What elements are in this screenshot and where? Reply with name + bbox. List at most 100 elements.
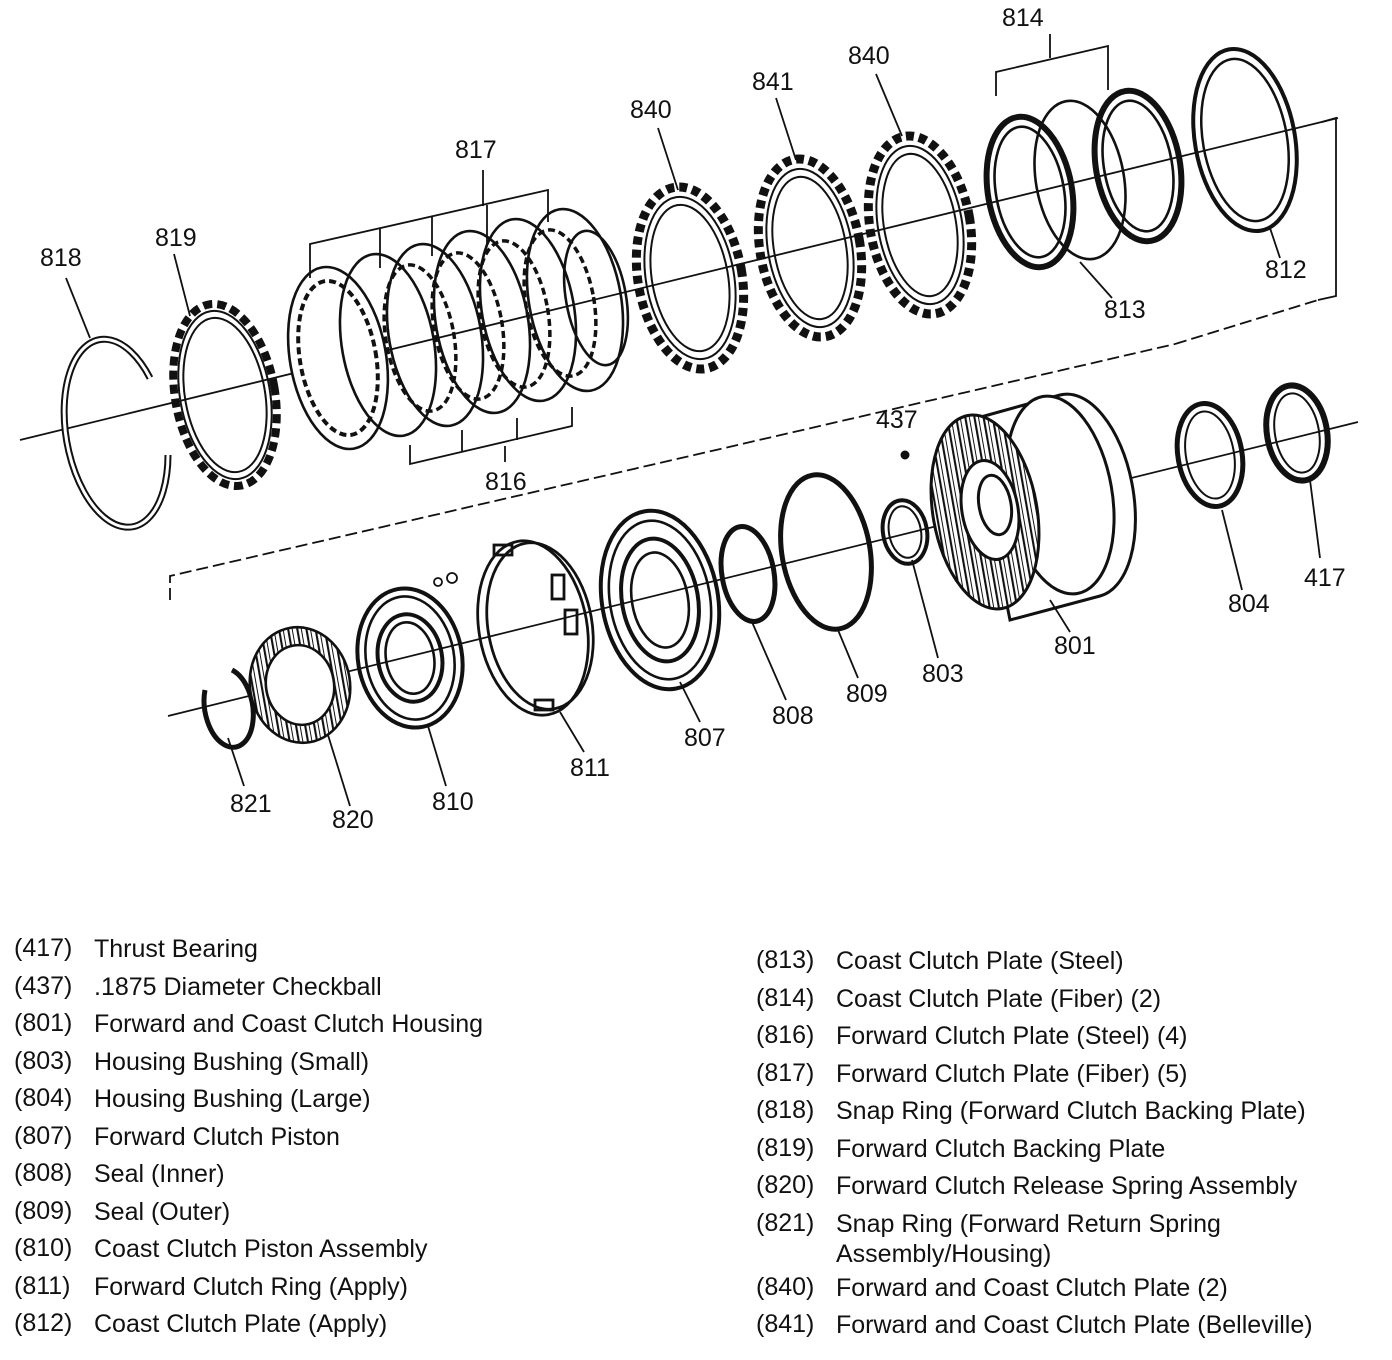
- legend-item: (807)Forward Clutch Piston: [14, 1118, 674, 1156]
- callout-840-b: 840: [848, 42, 890, 70]
- part-811-forward-clutch-ring: [476, 539, 595, 717]
- legend-item: (814)Coast Clutch Plate (Fiber) (2): [756, 980, 1386, 1018]
- callout-801: 801: [1054, 632, 1096, 660]
- legend-item: (840) Forward and Coast Clutch Plate (2): [756, 1269, 1386, 1307]
- callout-817: 817: [455, 136, 497, 164]
- legend-number: (809): [14, 1196, 73, 1225]
- legend-description: Forward Clutch Release Spring Assembly: [836, 1172, 1298, 1200]
- legend-item: (821) Snap Ring (Forward Return Spring As…: [756, 1205, 1386, 1269]
- legend-item: (841)Forward and Coast Clutch Plate (Bel…: [756, 1306, 1386, 1344]
- part-813-814-coast-plates: [983, 87, 1185, 271]
- callout-803: 803: [922, 660, 964, 688]
- legend-description: Forward Clutch Ring (Apply): [94, 1272, 408, 1301]
- legend-item: (819)Forward Clutch Backing Plate: [756, 1130, 1386, 1168]
- callout-417: 417: [1304, 564, 1346, 592]
- axis-lines: [19, 116, 1359, 717]
- legend-item: (810) Coast Clutch Piston Assembly: [14, 1230, 674, 1268]
- legend-description: .1875 Diameter Checkball: [94, 972, 382, 1001]
- legend-item: (437) .1875 Diameter Checkball: [14, 968, 674, 1006]
- part-417-thrust-bearing: [1263, 382, 1331, 484]
- legend-number: (811): [14, 1271, 71, 1300]
- part-818-snap-ring: [60, 335, 172, 531]
- connector-right: [1317, 116, 1337, 301]
- callout-813: 813: [1104, 296, 1146, 324]
- legend-description: Forward and Coast Clutch Plate (2): [836, 1273, 1228, 1302]
- legend-number: (803): [14, 1046, 73, 1075]
- legend-number: (814): [756, 983, 815, 1012]
- legend-item: (813) Coast Clutch Plate (Steel): [756, 942, 1386, 980]
- callout-810: 810: [432, 788, 474, 816]
- part-803-small-bushing: [880, 498, 930, 566]
- callout-809: 809: [846, 680, 888, 708]
- legend-number: (819): [756, 1133, 815, 1162]
- legend-item: (820) Forward Clutch Release Spring Assem…: [756, 1167, 1386, 1205]
- legend-description: Forward Clutch Plate (Fiber) (5): [836, 1059, 1188, 1088]
- callout-437: 437: [876, 406, 918, 434]
- part-809-outer-seal: [778, 472, 874, 632]
- part-808-inner-seal: [718, 524, 778, 624]
- legend-number: (808): [14, 1159, 73, 1187]
- callout-819: 819: [155, 224, 197, 252]
- legend-number: (801): [14, 1009, 73, 1037]
- legend-number: (818): [756, 1096, 815, 1124]
- legend-item: (809) Seal (Outer): [14, 1193, 674, 1231]
- legend-item: (816)Forward Clutch Plate (Steel) (4): [756, 1017, 1386, 1055]
- legend-description: Thrust Bearing: [94, 935, 258, 963]
- legend-item: (803) Housing Bushing (Small): [14, 1043, 674, 1081]
- legend-item: (817)Forward Clutch Plate (Fiber) (5): [756, 1055, 1386, 1093]
- legend-number: (840): [756, 1272, 815, 1301]
- callout-804: 804: [1228, 590, 1270, 618]
- legend-number: (812): [14, 1309, 73, 1337]
- callout-811: 811: [570, 754, 610, 782]
- legend-number: (820): [756, 1171, 815, 1199]
- callout-labels: 818 819 817 816 840 841 840 814 813 812 …: [40, 4, 1346, 834]
- legend-number: (417): [14, 934, 73, 962]
- brackets-upper: [309, 34, 1109, 466]
- part-841-belleville-plate: [753, 154, 867, 342]
- part-816-817-clutch-pack: [286, 207, 630, 451]
- legend-number: (804): [14, 1084, 73, 1112]
- legend-description: Seal (Inner): [94, 1160, 225, 1188]
- callout-816: 816: [485, 468, 527, 496]
- part-820-release-spring-assembly: [248, 625, 352, 745]
- callout-818: 818: [40, 244, 82, 272]
- leader-lines: [65, 73, 1321, 807]
- callout-820: 820: [332, 806, 374, 834]
- legend-description: Housing Bushing (Small): [94, 1047, 370, 1076]
- legend-description: Forward and Coast Clutch Housing: [94, 1010, 484, 1038]
- legend-description: Coast Clutch Piston Assembly: [94, 1235, 428, 1263]
- connector-left: [169, 343, 1176, 600]
- callout-808: 808: [772, 702, 814, 730]
- legend-item: (812) Coast Clutch Plate (Apply): [14, 1305, 674, 1343]
- legend-item: (818) Snap Ring (Forward Clutch Backing P…: [756, 1092, 1386, 1130]
- part-804-large-bushing: [1174, 400, 1246, 510]
- legend-number: (810): [14, 1234, 73, 1262]
- parts-legend-right: (813) Coast Clutch Plate (Steel) (814)Coa…: [756, 942, 1386, 1344]
- callout-807: 807: [684, 724, 726, 752]
- part-840-clutch-plate-b: [863, 131, 977, 319]
- legend-description: Snap Ring (Forward Clutch Backing Plate): [836, 1097, 1306, 1125]
- part-810-coast-clutch-piston: [355, 572, 465, 730]
- part-807-forward-clutch-piston: [598, 508, 722, 692]
- legend-item: (801) Forward and Coast Clutch Housing: [14, 1005, 674, 1043]
- legend-description: Seal (Outer): [94, 1197, 231, 1226]
- callout-812: 812: [1265, 256, 1307, 284]
- legend-item: (811) Forward Clutch Ring (Apply): [14, 1268, 674, 1306]
- callout-821: 821: [230, 790, 272, 818]
- part-819-backing-plate: [169, 299, 281, 491]
- parts-legend-left: (417) Thrust Bearing (437) .1875 Diameter …: [14, 930, 674, 1343]
- legend-number: (821): [756, 1208, 815, 1237]
- legend-number: (816): [756, 1021, 815, 1049]
- legend-number: (437): [14, 971, 73, 1000]
- legend-description: Coast Clutch Plate (Apply): [94, 1310, 388, 1338]
- part-812-apply-plate: [1191, 46, 1299, 234]
- legend-item: (808) Seal (Inner): [14, 1155, 674, 1193]
- callout-841: 841: [752, 68, 794, 96]
- legend-description: Coast Clutch Plate (Steel): [836, 947, 1124, 975]
- callout-814: 814: [1002, 4, 1044, 32]
- exploded-view-diagram: 818 819 817 816 840 841 840 814 813 812 …: [19, 4, 1359, 834]
- part-821-snap-ring: [201, 667, 256, 750]
- legend-number: (813): [756, 946, 815, 974]
- legend-description: Snap Ring (Forward Return Spring Assembl…: [836, 1209, 1221, 1268]
- legend-description: Housing Bushing (Large): [94, 1085, 371, 1113]
